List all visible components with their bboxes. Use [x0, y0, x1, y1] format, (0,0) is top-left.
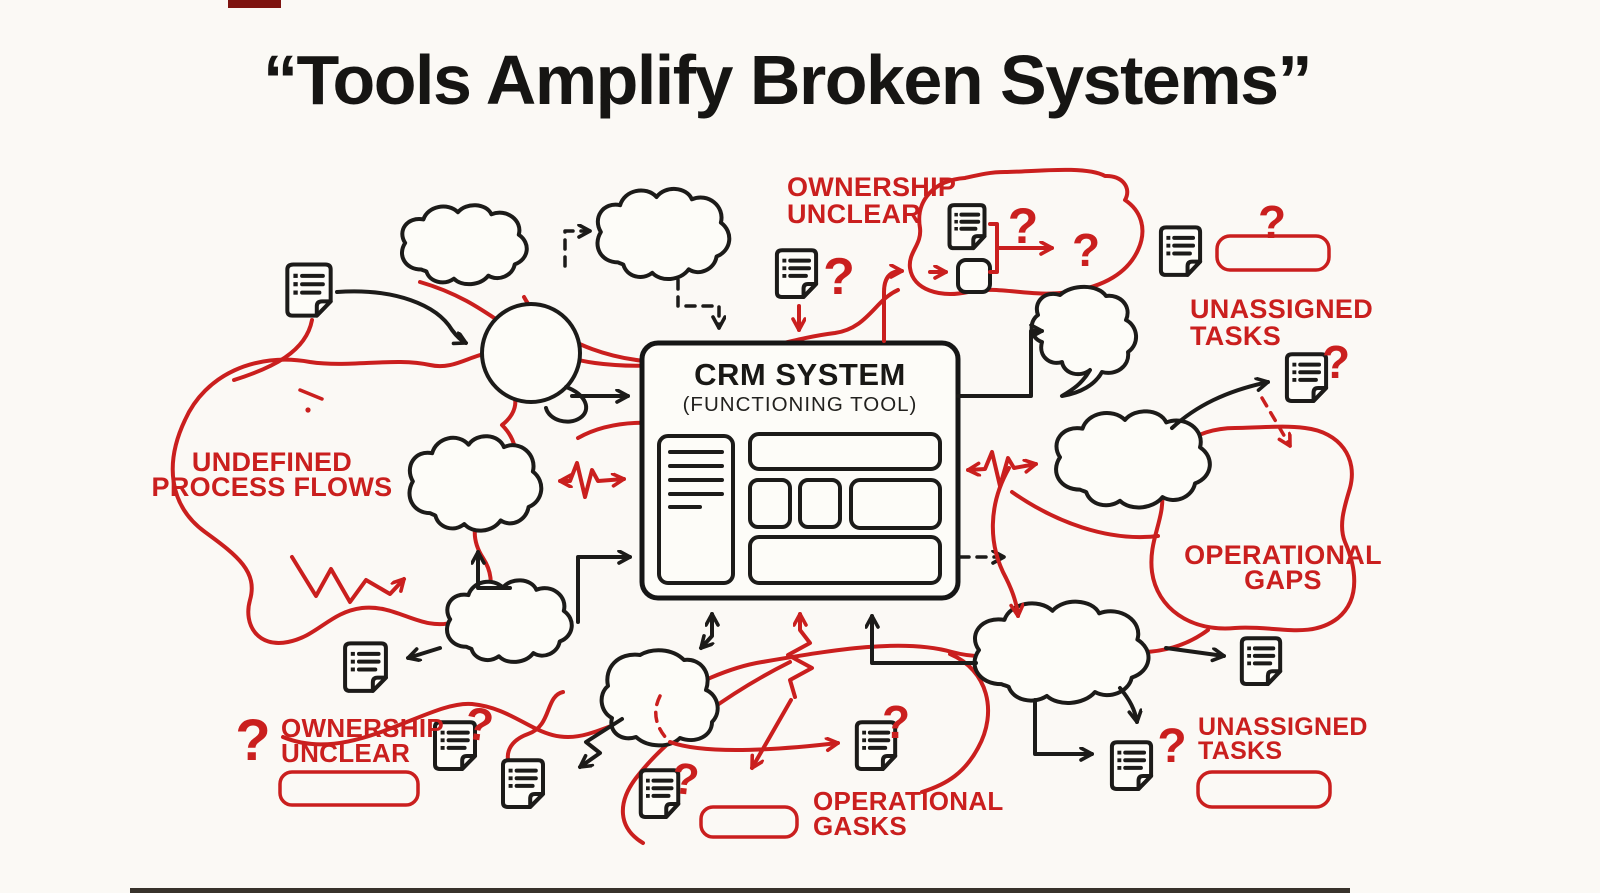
svg-text:UNCLEAR: UNCLEAR [281, 738, 410, 768]
document-icon [948, 203, 986, 250]
empty-red-box [1196, 770, 1332, 809]
loop-circle [480, 302, 589, 424]
label-unassigned-tasks-top: UNASSIGNED [1190, 294, 1373, 324]
question-mark: ? [670, 754, 702, 806]
cloud-lower-left [447, 580, 572, 662]
cloud-top-left [402, 205, 527, 284]
crm-system-box: CRM SYSTEM (FUNCTIONING TOOL) [639, 340, 961, 601]
operational-gaps-blob [1149, 424, 1357, 633]
document-icon [1159, 225, 1202, 277]
empty-red-box [1215, 234, 1331, 272]
page-title: “Tools Amplify Broken Systems” [263, 41, 1311, 119]
question-mark: ? [1008, 198, 1039, 254]
red-dash-detail [298, 388, 324, 401]
bottom-edge-artifact [130, 888, 1350, 893]
document-icon [1285, 352, 1328, 403]
annotation-labels: OWNERSHIP UNCLEAR UNASSIGNED TASKS UNDEF… [152, 172, 1382, 841]
empty-red-box [699, 805, 799, 839]
label-operational-gasks-bottom: OPERATIONAL [813, 786, 1004, 816]
ownership-unclear-blob [907, 167, 1145, 296]
cloud-bottom-right [975, 602, 1149, 703]
question-mark: ? [823, 248, 855, 306]
question-mark: ? [1072, 224, 1100, 276]
speech-bubble-cloud [1029, 284, 1138, 398]
crm-system-subtitle: (FUNCTIONING TOOL) [683, 393, 918, 416]
small-square-icon [956, 258, 992, 294]
label-operational-gaps: OPERATIONAL [1184, 540, 1382, 570]
crm-system-title: CRM SYSTEM [694, 357, 906, 392]
svg-text:UNCLEAR: UNCLEAR [787, 199, 921, 229]
question-mark: ? [882, 696, 910, 748]
svg-text:TASKS: TASKS [1198, 737, 1282, 765]
question-mark: ? [462, 696, 497, 751]
svg-text:TASKS: TASKS [1190, 321, 1281, 351]
question-mark: ? [1157, 720, 1186, 773]
document-icon [775, 248, 818, 299]
crm-wireframe [657, 432, 942, 585]
document-icon [343, 641, 388, 693]
label-undefined-process-flows: UNDEFINED [192, 447, 352, 477]
label-unassigned-tasks-bottom: UNASSIGNED [1198, 713, 1368, 741]
question-mark: ? [1322, 336, 1350, 388]
document-icon [1240, 636, 1282, 686]
red-arrows [290, 222, 1290, 770]
cloud-left [409, 436, 541, 530]
red-placeholder-boxes [278, 234, 1332, 839]
svg-text:PROCESS FLOWS: PROCESS FLOWS [152, 472, 393, 502]
question-mark: ? [235, 708, 270, 773]
svg-text:GASKS: GASKS [813, 811, 907, 841]
empty-red-box [278, 770, 420, 807]
cloud-top-center [597, 189, 729, 279]
cloud-right [1056, 411, 1210, 507]
top-edge-artifact [228, 0, 281, 8]
question-marks: ? ? ? ? ? ? ? ? ? ? [235, 196, 1350, 805]
label-ownership-unclear-bottom: OWNERSHIP [281, 713, 444, 743]
document-icon [501, 758, 545, 809]
question-mark: ? [1258, 196, 1286, 248]
document-icon [285, 262, 333, 318]
label-ownership-unclear-top: OWNERSHIP [787, 172, 956, 202]
svg-text:GAPS: GAPS [1244, 565, 1322, 595]
document-icon [1110, 740, 1153, 791]
